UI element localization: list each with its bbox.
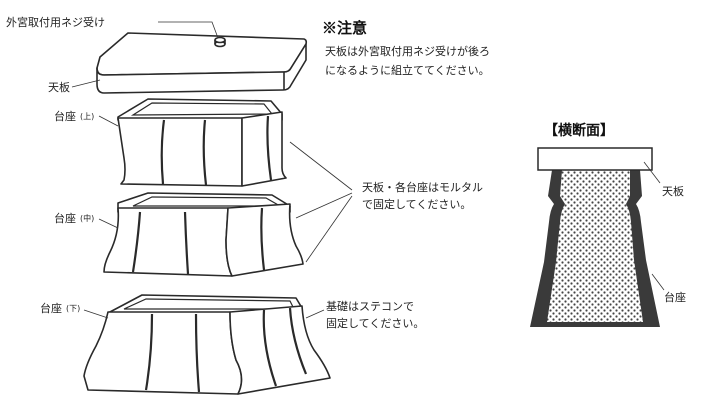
- leader-section-top-plate: [643, 161, 661, 184]
- mounting-screw-label: 外宮取付用ネジ受け: [6, 15, 105, 29]
- leader-base-middle: [98, 218, 119, 229]
- note-title: ※注意: [322, 19, 367, 37]
- cross-section-title: 【横断面】: [544, 122, 614, 139]
- leader-mortar-c: [305, 195, 353, 263]
- leader-mounting-screw: [158, 21, 219, 39]
- top-plate-label: 天板: [48, 80, 70, 94]
- leader-foundation: [305, 309, 325, 319]
- leader-base-upper: [98, 115, 119, 127]
- base-lower-sub-label: (下): [66, 304, 80, 313]
- mortar-fill-section: [547, 170, 643, 322]
- base-upper-label: 台座: [54, 109, 76, 123]
- top-plate-part: [96, 32, 308, 94]
- section-base-label: 台座: [664, 290, 686, 304]
- mortar-callout-line-1: 天板・各台座はモルタル: [362, 180, 483, 194]
- leader-section-base: [651, 273, 665, 291]
- leader-top-plate: [71, 79, 101, 88]
- note-line-1: 天板は外宮取付用ネジ受けが後ろ: [325, 44, 490, 58]
- leader-mortar-b: [295, 192, 353, 219]
- base-upper-sub-label: (上): [80, 112, 94, 121]
- leader-base-lower: [83, 309, 109, 319]
- base-middle-label: 台座: [54, 211, 76, 225]
- foundation-callout-line-1: 基礎はステコンで: [326, 300, 414, 313]
- section-top-plate-label: 天板: [662, 184, 684, 198]
- base-middle-sub-label: (中): [80, 213, 94, 223]
- base-middle-part: [103, 192, 304, 277]
- base-lower-label: 台座: [40, 301, 62, 315]
- base-lower-part: [83, 294, 331, 395]
- leader-mortar-a: [289, 141, 353, 191]
- mortar-callout-line-2: で固定してください。: [362, 197, 471, 211]
- foundation-callout-line-2: 固定してください。: [326, 316, 424, 330]
- cross-section: 【横断面】 天板 台座: [530, 122, 686, 327]
- top-plate-section: [537, 147, 653, 171]
- base-upper-part: [117, 98, 287, 187]
- note-line-2: になるように組立ててください。: [325, 63, 490, 77]
